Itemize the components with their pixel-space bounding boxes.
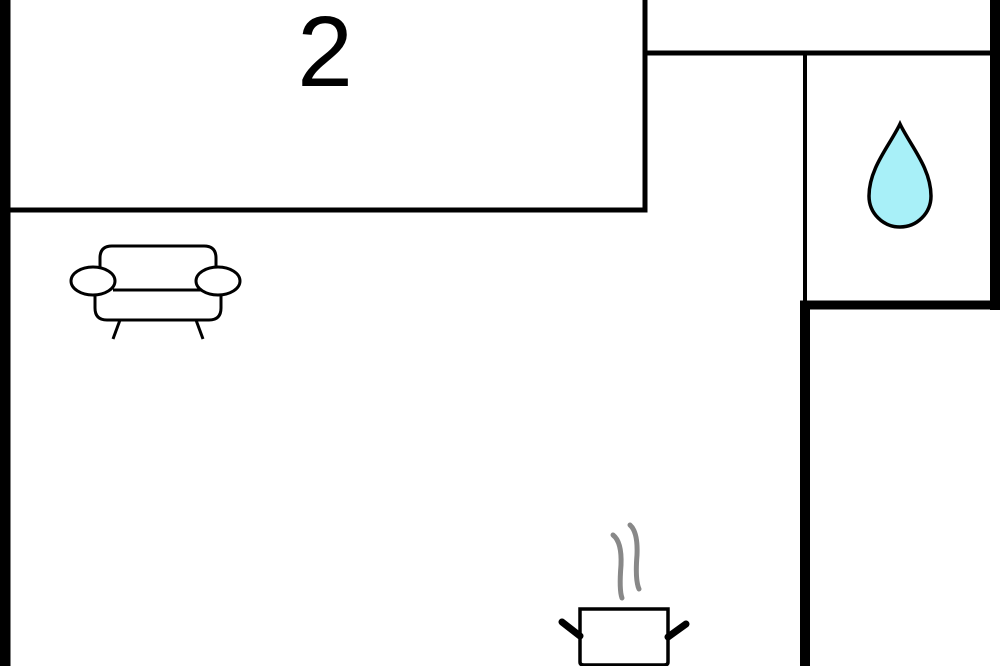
water-drop-icon [867, 119, 933, 229]
bedroom-wall [10, 0, 648, 213]
room-number-label: 2 [297, 0, 353, 108]
sofa-icon [69, 244, 242, 340]
cooking-pot-icon [558, 522, 690, 666]
